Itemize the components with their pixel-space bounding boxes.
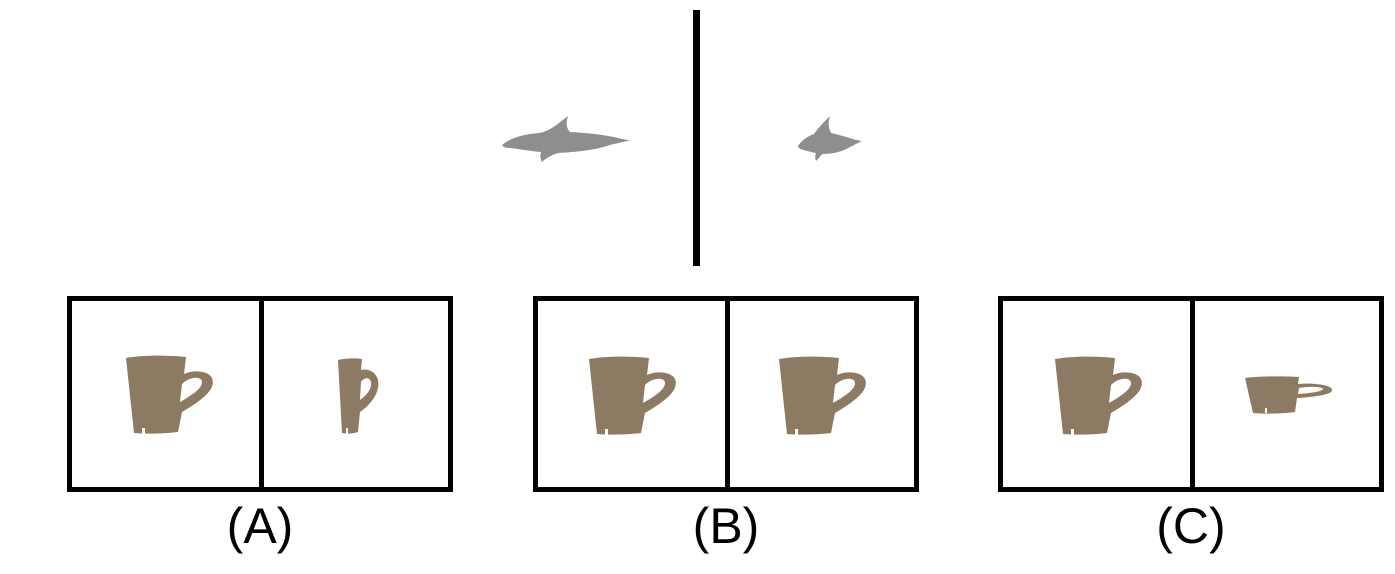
- option-a-divider: [259, 301, 264, 487]
- dolphin-shape: [502, 116, 630, 162]
- dolphin-small-icon: [798, 116, 862, 161]
- example-divider: [693, 10, 700, 266]
- mug-short-icon: [1245, 376, 1333, 414]
- mug-icon: [779, 356, 866, 435]
- option-b-panel[interactable]: [533, 296, 919, 492]
- option-a-label[interactable]: (A): [226, 498, 294, 554]
- mug-narrow-icon: [338, 358, 379, 434]
- option-c-label[interactable]: (C): [1156, 498, 1226, 554]
- option-b-label[interactable]: (B): [692, 498, 760, 554]
- mug-icon: [126, 355, 213, 434]
- option-c-divider: [1190, 301, 1195, 487]
- mug-icon: [589, 356, 676, 435]
- mug-icon: [1055, 356, 1142, 435]
- option-b-divider: [725, 301, 730, 487]
- option-c-panel[interactable]: [998, 296, 1384, 492]
- dolphin-icon: [502, 116, 630, 162]
- option-a-panel[interactable]: [67, 296, 453, 492]
